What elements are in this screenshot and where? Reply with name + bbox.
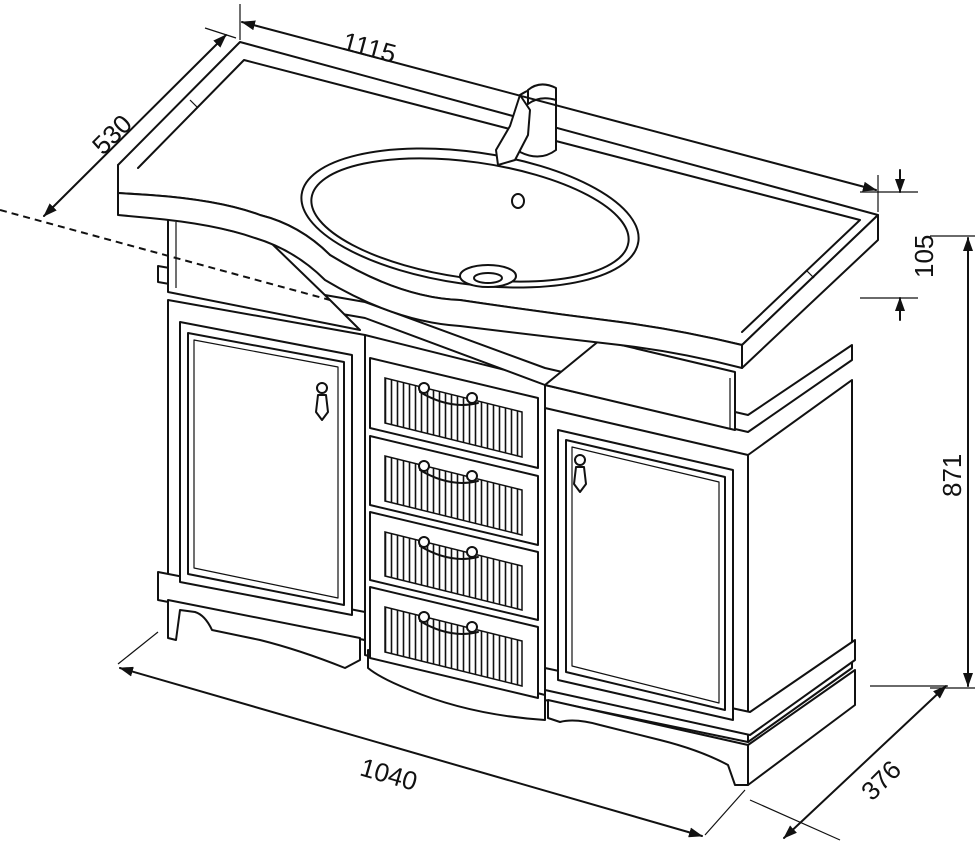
right-door-handle — [573, 454, 587, 493]
left-door — [179, 321, 353, 616]
dim-width-base: 1040 — [357, 752, 421, 797]
drawer-2 — [369, 435, 539, 546]
dim-sink-height: 105 — [909, 235, 939, 278]
dim-width-top: 1115 — [340, 26, 400, 69]
drawer-1 — [369, 357, 539, 469]
left-door-handle — [315, 382, 329, 421]
dimension-lines — [43, 4, 975, 841]
wall-reference-line — [0, 209, 331, 301]
right-door — [557, 429, 734, 721]
dim-total-height: 871 — [937, 454, 967, 497]
dim-depth-base: 376 — [855, 754, 907, 806]
drawer-3 — [369, 511, 539, 621]
